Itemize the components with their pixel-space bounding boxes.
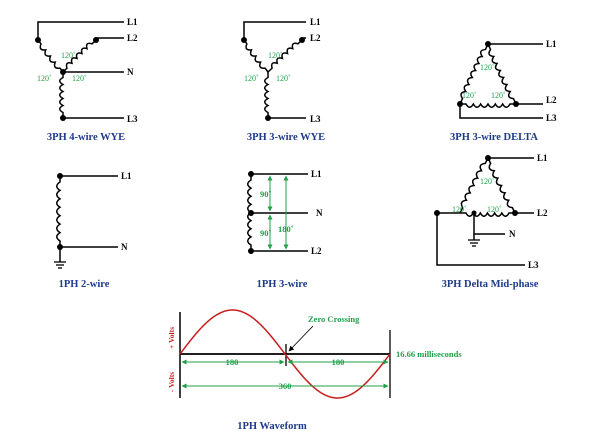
waveform-diagram: + Volts - Volts Zero Crossing 16.66 mill…	[167, 309, 462, 432]
half-cycle-label: 180	[226, 357, 239, 367]
plus-volts-label: + Volts	[167, 327, 176, 349]
terminal-l2: L2	[311, 246, 322, 256]
wye-3wire-diagram: L1 L2 L3 120˚ 120˚ 120˚ 3PH 3-wire WYE	[241, 17, 325, 143]
terminal-l2: L2	[310, 33, 321, 43]
terminal-l1: L1	[546, 39, 557, 49]
angle-label: 120˚	[244, 74, 259, 83]
coil	[62, 39, 97, 73]
minus-volts-label: - Volts	[167, 372, 176, 392]
angle-label: 120˚	[61, 51, 76, 60]
zero-crossing-label: Zero Crossing	[308, 314, 360, 324]
wye-4wire-diagram: L1 L2 N L3 120˚ 120˚ 120˚ 3PH 4-wire WYE	[35, 17, 138, 143]
coil	[487, 157, 516, 214]
delta-midphase-diagram: L1 L2 N L3 120˚ 120˚ 120˚ 3PH Delta Mid-…	[434, 153, 548, 290]
coil	[460, 102, 516, 108]
coil	[459, 43, 489, 105]
terminal-l2: L2	[537, 208, 548, 218]
caption-delta-midphase: 3PH Delta Mid-phase	[442, 279, 539, 290]
terminal-l1: L1	[121, 171, 132, 181]
half-cycle-label: 180	[332, 357, 345, 367]
coil	[459, 157, 489, 214]
caption-1ph-2wire: 1PH 2-wire	[59, 279, 110, 290]
angle-label: 120˚	[480, 63, 495, 72]
caption-delta-3wire: 3PH 3-wire DELTA	[450, 132, 538, 143]
coil	[56, 176, 62, 247]
caption-wye-3wire: 3PH 3-wire WYE	[247, 132, 325, 143]
angle-label: 120˚	[276, 74, 291, 83]
angle-label: 120˚	[72, 74, 87, 83]
terminal-l1: L1	[310, 17, 321, 27]
coil	[264, 72, 270, 118]
terminal-l3: L3	[127, 114, 138, 124]
terminal-n: N	[127, 67, 134, 77]
ground-icon	[468, 239, 480, 247]
terminal-n: N	[121, 242, 128, 252]
angle-label: 120˚	[452, 205, 467, 214]
ground-icon	[54, 261, 66, 269]
terminal-l3: L3	[546, 113, 557, 123]
single-phase-2wire-diagram: L1 N 1PH 2-wire	[54, 171, 132, 290]
single-phase-3wire-diagram: 90˚ 90˚ 180˚ L1 N L2 1PH 3-wire	[247, 169, 323, 290]
terminal-l3: L3	[310, 114, 321, 124]
coil	[487, 43, 517, 105]
coil	[267, 39, 303, 73]
coil	[37, 39, 64, 73]
terminal-l2: L2	[546, 95, 557, 105]
full-cycle-label: 360	[279, 381, 292, 391]
angle-label: 120˚	[268, 51, 283, 60]
caption-waveform: 1PH Waveform	[237, 421, 307, 432]
period-label: 16.66 milliseconds	[396, 349, 462, 359]
terminal-l1: L1	[127, 17, 138, 27]
terminal-n: N	[316, 208, 323, 218]
caption-wye-4wire: 3PH 4-wire WYE	[47, 132, 125, 143]
coil	[59, 72, 65, 118]
terminal-l1: L1	[311, 169, 322, 179]
caption-1ph-3wire: 1PH 3-wire	[257, 279, 308, 290]
terminal-l2: L2	[127, 33, 138, 43]
angle-label: 90˚	[260, 189, 272, 199]
angle-label: 120˚	[480, 177, 495, 186]
terminal-l3: L3	[528, 260, 539, 270]
sine-wave	[179, 309, 391, 399]
angle-label: 180˚	[278, 224, 294, 234]
coil	[243, 39, 269, 73]
angle-label: 90˚	[260, 228, 272, 238]
terminal-l1: L1	[537, 153, 548, 163]
angle-label: 120˚	[37, 74, 52, 83]
terminal-n: N	[509, 229, 516, 239]
angle-label: 120˚	[462, 91, 477, 100]
angle-label: 120˚	[491, 91, 506, 100]
angle-label: 120˚	[487, 205, 502, 214]
delta-3wire-diagram: L1 L2 L3 120˚ 120˚ 120˚ 3PH 3-wire DELTA	[450, 39, 557, 143]
